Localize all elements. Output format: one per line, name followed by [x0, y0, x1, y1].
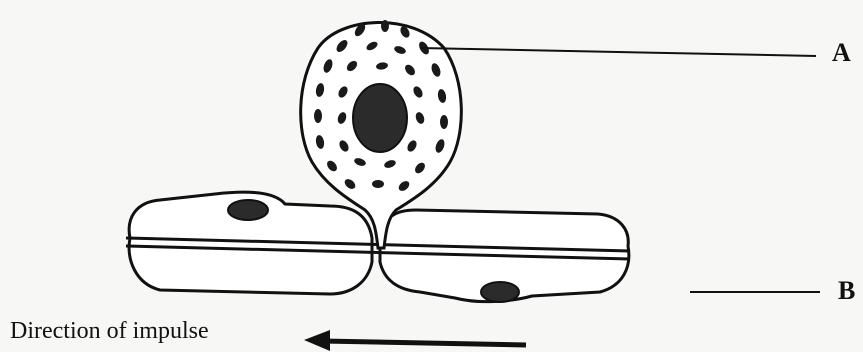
leader-line-a: [420, 48, 816, 56]
label-a: A: [832, 38, 851, 68]
schwann-nucleus-right: [481, 282, 519, 302]
label-b: B: [838, 276, 855, 306]
direction-of-impulse-text: Direction of impulse: [10, 318, 209, 345]
cell-nucleus: [353, 84, 407, 152]
left-arrow-icon: [304, 330, 526, 351]
schwann-nucleus-left: [228, 200, 268, 220]
